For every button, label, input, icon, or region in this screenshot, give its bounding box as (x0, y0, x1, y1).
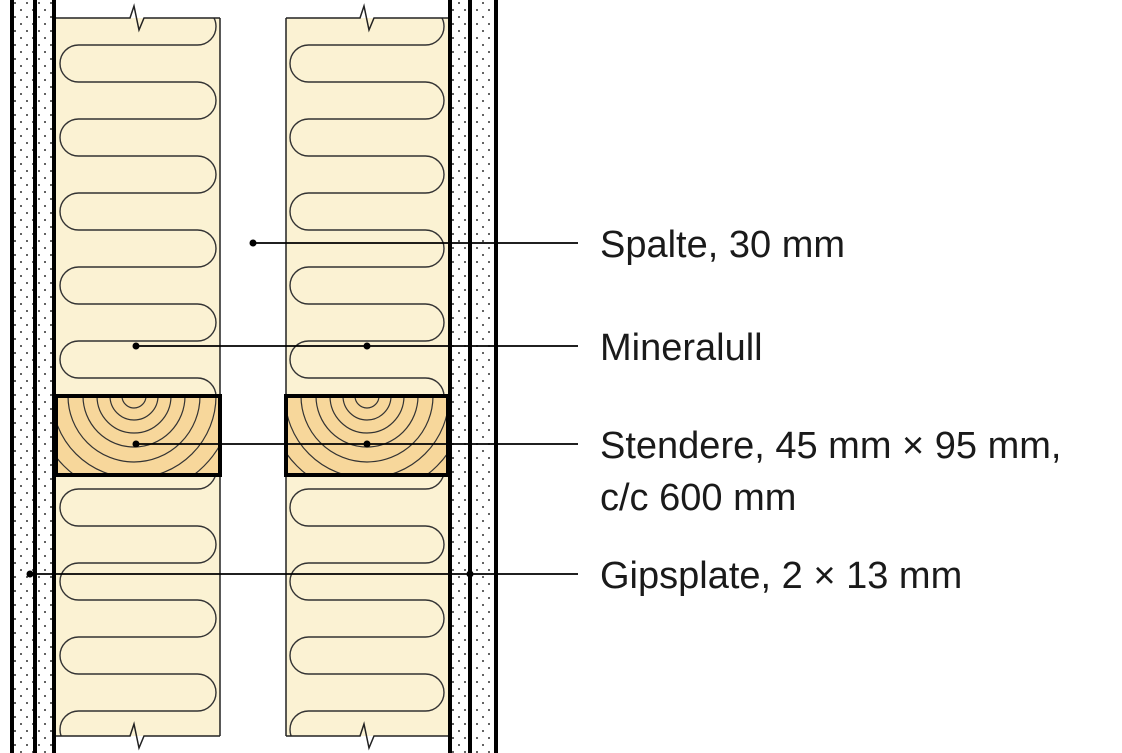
leader-gap (249, 239, 578, 247)
leader-gypsum (26, 570, 578, 578)
left-gypsum-boards (10, 0, 56, 753)
break-lines (56, 3, 448, 751)
label-stud-line1: Stendere, 45 mm × 95 mm, (600, 425, 1061, 467)
air-gap (219, 18, 287, 736)
label-stud-line2: c/c 600 mm (600, 477, 796, 519)
right-gypsum-boards (448, 0, 498, 753)
right-mineral-wool (286, 18, 448, 736)
label-gap: Spalte, 30 mm (600, 224, 845, 266)
label-insulation: Mineralull (600, 327, 763, 369)
label-gypsum: Gipsplate, 2 × 13 mm (600, 555, 962, 597)
right-stud (284, 394, 450, 477)
left-stud (54, 394, 222, 477)
leader-stud (132, 440, 578, 448)
left-mineral-wool (56, 18, 220, 736)
leader-insulation (132, 342, 578, 350)
